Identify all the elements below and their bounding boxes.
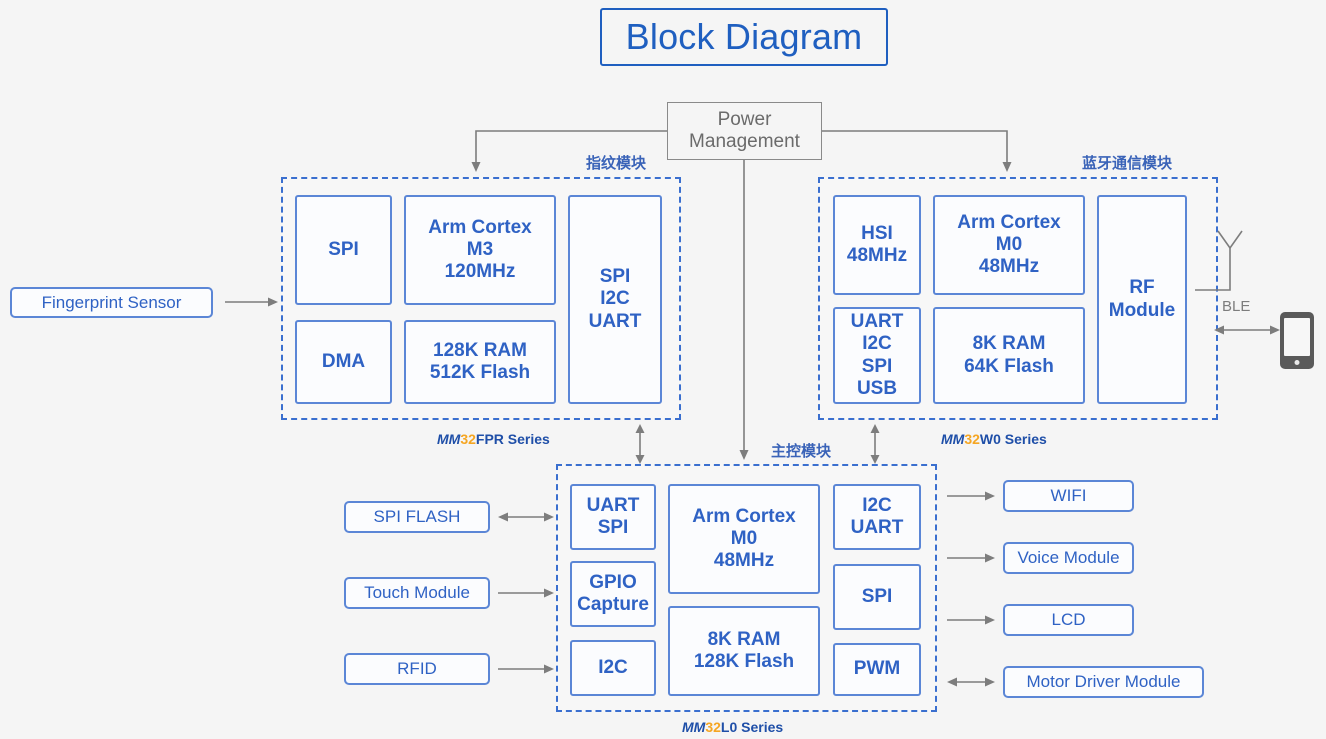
fp-series-number: 32 [460, 431, 476, 447]
antenna-icon [1195, 230, 1243, 291]
fp-block-dma[interactable]: DMA [295, 320, 392, 404]
fp-series-prefix: MM [437, 431, 461, 447]
smartphone-icon [1280, 312, 1314, 369]
page-title-text: Block Diagram [625, 16, 863, 57]
mcu-module-cn-label: 主控模块 [771, 443, 832, 460]
peripheral-wifi-label: WIFI [1050, 486, 1087, 505]
smartphone-home-button [1294, 360, 1300, 365]
bt-series-suffix: W0 Series [979, 431, 1047, 447]
power-management-line1: Power [717, 109, 772, 131]
peripheral-rfid-label: RFID [397, 659, 437, 678]
peripheral-rfid[interactable]: RFID [344, 653, 490, 685]
fp-block-dma-label: DMA [321, 350, 366, 372]
mcu-block-spi[interactable]: SPI [833, 564, 921, 630]
peripheral-lcd-label: LCD [1051, 610, 1086, 629]
peripheral-motor-driver-module-label: Motor Driver Module [1026, 672, 1181, 691]
fingerprint-series-label: MM32FPR Series [437, 431, 550, 447]
bt-series-number: 32 [964, 431, 980, 447]
power-management-line2: Management [689, 131, 800, 152]
power-management-block: Power Management [667, 102, 822, 160]
fp-series-suffix: FPR Series [475, 431, 550, 447]
peripheral-touch-module-label: Touch Module [364, 583, 470, 602]
peripheral-spi-flash-label: SPI FLASH [373, 507, 461, 526]
fp-block-spi[interactable]: SPI [295, 195, 392, 305]
peripheral-spi-flash[interactable]: SPI FLASH [344, 501, 490, 533]
mcu-block-pwm-label: PWM [853, 658, 901, 680]
mcu-block-i2c[interactable]: I2C [570, 640, 656, 696]
fingerprint-sensor-label: Fingerprint Sensor [41, 292, 182, 312]
peripheral-lcd[interactable]: LCD [1003, 604, 1134, 636]
peripheral-voice-module-label: Voice Module [1017, 548, 1120, 567]
mcu-block-i2c-label: I2C [598, 656, 628, 678]
page-title: Block Diagram [600, 8, 888, 66]
mcu-block-pwm[interactable]: PWM [833, 643, 921, 696]
fingerprint-module-cn-label: 指纹模块 [586, 155, 647, 172]
mcu-block-spi-label: SPI [861, 585, 893, 607]
peripheral-motor-driver-module[interactable]: Motor Driver Module [1003, 666, 1204, 698]
bluetooth-module-cn-label: 蓝牙通信模块 [1082, 155, 1173, 172]
peripheral-voice-module[interactable]: Voice Module [1003, 542, 1134, 574]
peripheral-wifi[interactable]: WIFI [1003, 480, 1134, 512]
mcu-series-suffix: L0 Series [720, 719, 784, 735]
ble-label: BLE [1222, 298, 1251, 315]
fingerprint-sensor-box[interactable]: Fingerprint Sensor [10, 287, 213, 318]
smartphone-screen [1284, 318, 1310, 356]
mcu-series-number: 32 [705, 719, 721, 735]
bt-series-prefix: MM [941, 431, 965, 447]
fp-block-spi-label: SPI [328, 238, 359, 260]
mcu-series-label: MM32L0 Series [682, 719, 783, 735]
bluetooth-series-label: MM32W0 Series [941, 431, 1047, 447]
mcu-series-prefix: MM [682, 719, 706, 735]
peripheral-touch-module[interactable]: Touch Module [344, 577, 490, 609]
